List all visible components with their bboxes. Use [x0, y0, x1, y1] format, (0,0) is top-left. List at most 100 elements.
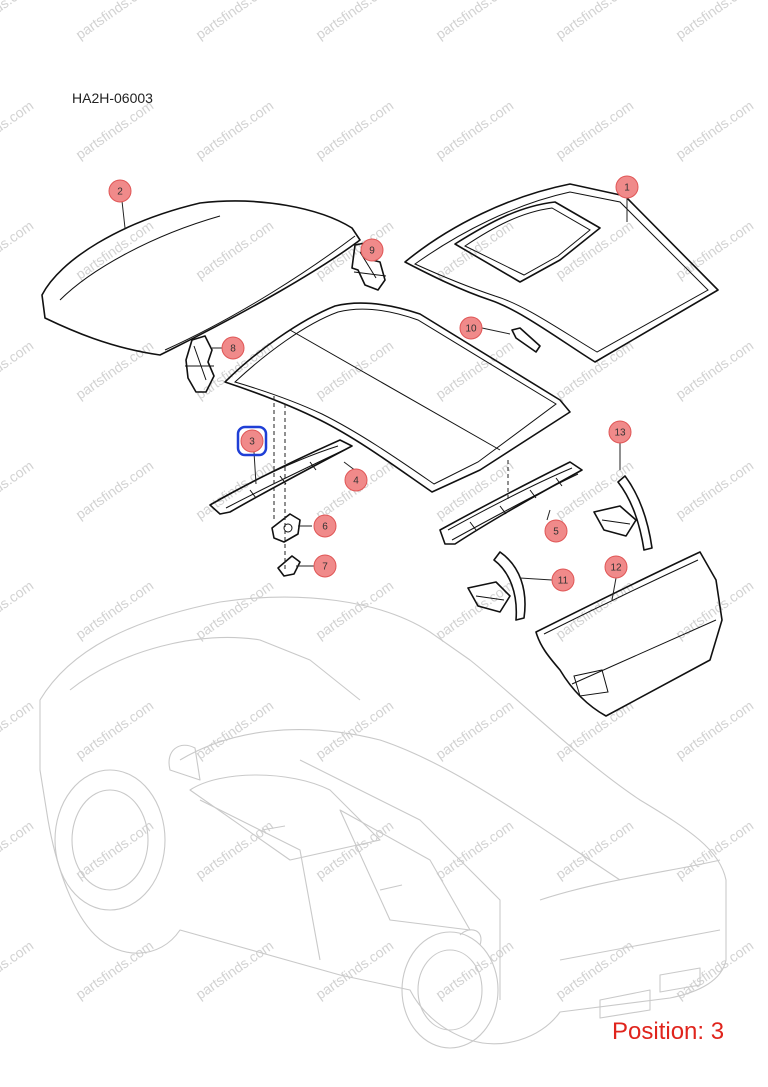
callout-8-label: 8	[230, 344, 236, 355]
callout-10[interactable]: 10	[459, 316, 483, 340]
watermark: partsfinds.com	[673, 97, 757, 162]
watermark: partsfinds.com	[0, 217, 36, 282]
callout-7-label: 7	[322, 562, 328, 573]
callout-12[interactable]: 12	[604, 555, 628, 579]
callout-13[interactable]: 13	[608, 420, 632, 444]
watermark: partsfinds.com	[433, 457, 517, 522]
part-13-hinge[interactable]	[593, 475, 653, 551]
watermark: partsfinds.com	[73, 817, 157, 882]
watermark: partsfinds.com	[73, 577, 157, 642]
callout-2-label: 2	[117, 187, 123, 198]
watermark: partsfinds.com	[0, 577, 36, 642]
part-5-rear-rail[interactable]	[439, 461, 583, 545]
watermark: partsfinds.com	[193, 577, 277, 642]
callout-8[interactable]: 8	[221, 336, 245, 360]
callout-4-label: 4	[353, 476, 359, 487]
watermark: partsfinds.com	[193, 937, 277, 1002]
watermark: partsfinds.com	[313, 577, 397, 642]
watermark: partsfinds.com	[673, 217, 757, 282]
callout-4[interactable]: 4	[344, 468, 368, 492]
part-4-roof-outer[interactable]	[224, 302, 571, 493]
watermark: partsfinds.com	[313, 817, 397, 882]
callout-5[interactable]: 5	[544, 519, 568, 543]
watermark: partsfinds.com	[193, 697, 277, 762]
watermark: partsfinds.com	[433, 697, 517, 762]
watermark: partsfinds.com	[313, 0, 397, 42]
watermark: partsfinds.com	[193, 217, 277, 282]
watermark: partsfinds.com	[193, 0, 277, 42]
callout-13-circle	[608, 420, 632, 444]
watermark: partsfinds.com	[433, 937, 517, 1002]
watermark: partsfinds.com	[0, 0, 36, 42]
callout-9[interactable]: 9	[360, 238, 384, 262]
position-label: Position: 3	[612, 1018, 725, 1045]
watermark: partsfinds.com	[433, 97, 517, 162]
watermark: partsfinds.com	[193, 97, 277, 162]
watermark: partsfinds.com	[73, 457, 157, 522]
callout-4-circle	[344, 468, 368, 492]
callout-6[interactable]: 6	[313, 514, 337, 538]
callout-6-label: 6	[322, 522, 328, 533]
part-2-panel[interactable]	[41, 200, 361, 356]
watermark: partsfinds.com	[313, 337, 397, 402]
watermark: partsfinds.com	[553, 817, 637, 882]
watermark: partsfinds.com	[73, 697, 157, 762]
callout-11-label: 11	[558, 576, 569, 587]
watermark: partsfinds.com	[673, 697, 757, 762]
callout-5-label: 5	[553, 527, 559, 538]
watermark: partsfinds.com	[73, 97, 157, 162]
callout-8-circle	[221, 336, 245, 360]
part-7-clip[interactable]	[277, 555, 301, 577]
callout-9-label: 9	[369, 246, 375, 257]
callout-9-circle	[360, 238, 384, 262]
watermark: partsfinds.com	[313, 97, 397, 162]
part-8-bracket[interactable]	[185, 335, 215, 393]
watermark: partsfinds.com	[673, 0, 757, 42]
watermark: partsfinds.com	[673, 457, 757, 522]
part-12-trunk-lid[interactable]	[535, 551, 723, 717]
callout-12-label: 12	[610, 563, 622, 574]
watermark: partsfinds.com	[73, 0, 157, 42]
part-1-roof-panel[interactable]	[404, 183, 719, 363]
part-6-clip[interactable]	[271, 513, 301, 543]
callout-1-label: 1	[624, 183, 630, 194]
watermark: partsfinds.com	[0, 817, 36, 882]
watermark: partsfinds.com	[673, 937, 757, 1002]
callout-3-label: 3	[249, 437, 255, 448]
watermark: partsfinds.com	[673, 577, 757, 642]
callout-2-circle	[108, 179, 132, 203]
callout-7[interactable]: 7	[313, 554, 337, 578]
watermark: partsfinds.com	[553, 97, 637, 162]
callout-1[interactable]: 1	[615, 175, 639, 199]
watermark: partsfinds.com	[673, 817, 757, 882]
watermark: partsfinds.com	[313, 937, 397, 1002]
vehicle-outline	[39, 596, 727, 1049]
callout-11-circle	[551, 568, 575, 592]
watermark: partsfinds.com	[553, 337, 637, 402]
watermark: partsfinds.com	[0, 337, 36, 402]
watermark: partsfinds.com	[553, 0, 637, 42]
watermark: partsfinds.com	[0, 697, 36, 762]
watermark: partsfinds.com	[193, 817, 277, 882]
callout-1-circle	[615, 175, 639, 199]
watermark: partsfinds.com	[73, 937, 157, 1002]
watermark-layer: partsfinds.com partsfinds.com partsfinds.c…	[0, 0, 756, 1002]
callout-11[interactable]: 11	[551, 568, 575, 592]
callout-3[interactable]: 3	[236, 425, 268, 457]
part-11-hinge[interactable]	[467, 551, 526, 621]
watermark: partsfinds.com	[313, 697, 397, 762]
watermark: partsfinds.com	[0, 97, 36, 162]
callout-2[interactable]: 2	[108, 179, 132, 203]
diagram-code: HA2H-06003	[72, 90, 153, 106]
callout-6-circle	[313, 514, 337, 538]
watermark: partsfinds.com	[673, 337, 757, 402]
watermark: partsfinds.com	[73, 217, 157, 282]
part-10-bracket[interactable]	[511, 327, 541, 353]
watermark: partsfinds.com	[0, 457, 36, 522]
watermark: partsfinds.com	[73, 337, 157, 402]
callout-3-selection	[236, 425, 268, 457]
callout-10-circle	[459, 316, 483, 340]
callout-10-label: 10	[465, 324, 477, 335]
